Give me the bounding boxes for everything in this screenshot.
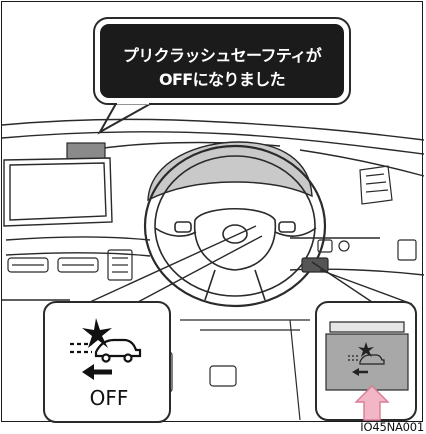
left-vents	[7, 249, 133, 281]
switch-panel	[325, 333, 409, 391]
callout-lines-right	[311, 261, 413, 305]
mini-pcs-switch-icon	[348, 342, 385, 376]
message-line-1: プリクラッシュセーフティが	[122, 46, 322, 65]
callout-lines-left	[89, 225, 263, 303]
figure-frame	[1, 1, 423, 422]
instrument-cluster	[147, 141, 313, 202]
pedals	[151, 319, 310, 421]
press-arrow	[354, 385, 390, 421]
message-display-screen	[100, 24, 344, 98]
pcs-off-switch-icon	[70, 318, 142, 380]
message-line-2: OFFになりました	[158, 70, 286, 89]
image-code: IO45NA001	[360, 420, 424, 434]
center-screen	[3, 157, 113, 227]
steering-wheel	[143, 144, 327, 308]
off-label: OFF	[89, 386, 129, 410]
